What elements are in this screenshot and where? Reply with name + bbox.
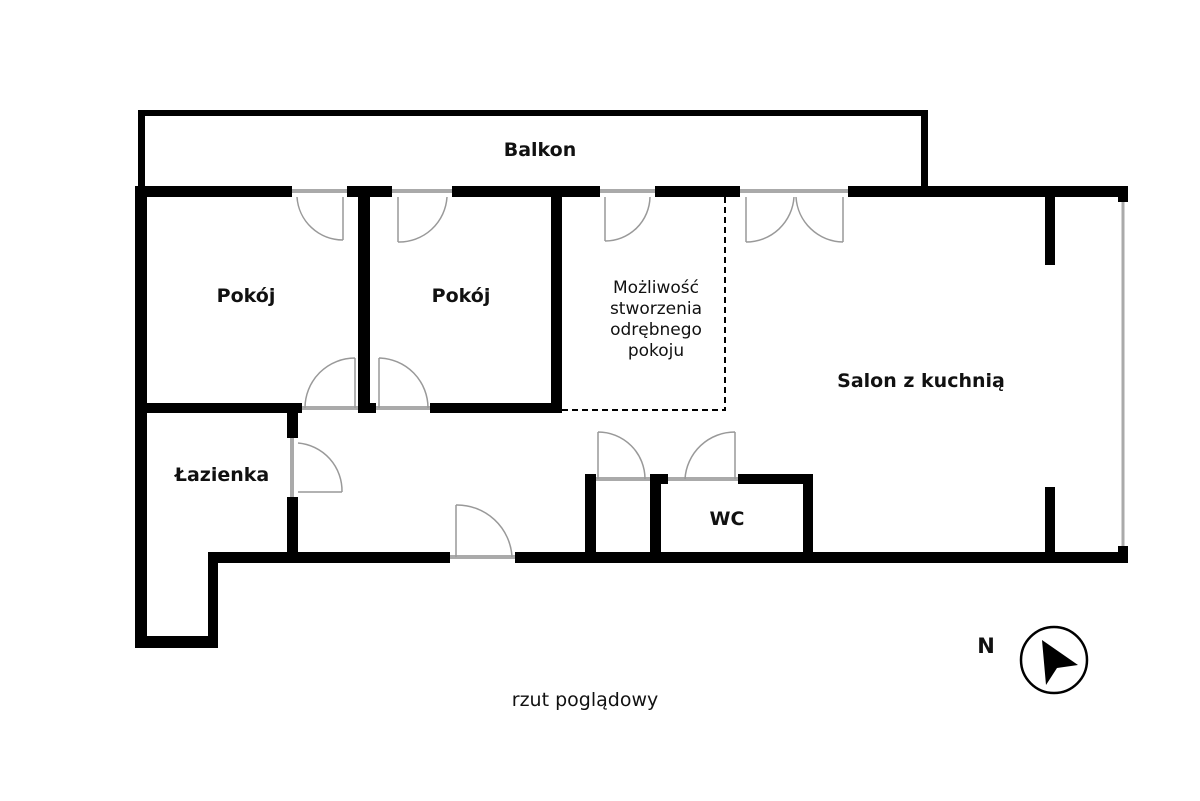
optional-room-line: stworzenia: [609, 299, 703, 319]
optional-partition-dashed: [562, 197, 726, 411]
compass-label: N: [977, 634, 995, 658]
north-arrow-icon: [1019, 625, 1089, 695]
room-label-bathroom: Łazienka: [174, 464, 270, 486]
optional-room-line: Możliwość: [613, 278, 699, 298]
room-label-balcony: Balkon: [503, 139, 577, 161]
optional-room-line: pokoju: [627, 341, 685, 361]
doors: [290, 189, 848, 559]
room-label-wc: WC: [709, 508, 745, 530]
room-label-optional-room: Możliwość stworzenia odrębnego pokoju: [610, 278, 702, 362]
walls: [135, 186, 1128, 648]
room-label-room1: Pokój: [216, 285, 276, 307]
room-label-room2: Pokój: [431, 285, 491, 307]
room-label-living-kitchen: Salon z kuchnią: [837, 370, 1005, 392]
balcony-outline: [138, 110, 928, 190]
optional-room-line: odrębnego: [610, 320, 702, 340]
caption: rzut poglądowy: [511, 689, 659, 711]
